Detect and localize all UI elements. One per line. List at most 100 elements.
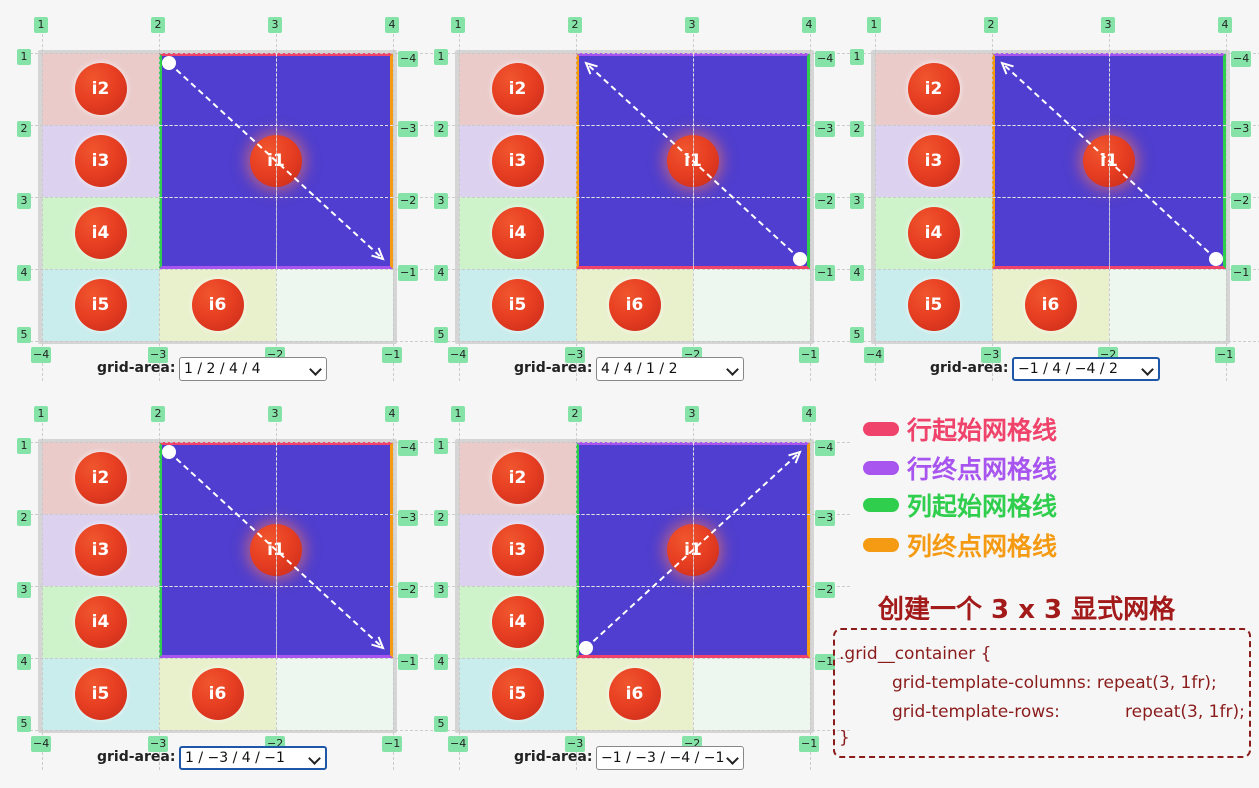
row-line-number: 3 bbox=[17, 193, 31, 209]
direction-arrow bbox=[579, 450, 802, 655]
column-line-number-negative: −1 bbox=[799, 347, 820, 363]
grid-cell: i2 bbox=[459, 53, 576, 125]
grid-cell bbox=[1109, 269, 1226, 341]
column-line-number: 3 bbox=[685, 17, 699, 33]
grid-item-i2: i2 bbox=[491, 452, 544, 504]
grid-area-label: grid-area: bbox=[97, 360, 176, 376]
row-line-number-negative: −1 bbox=[398, 265, 419, 281]
column-line-number: 3 bbox=[1101, 17, 1115, 33]
chevron-down-icon bbox=[309, 363, 322, 376]
grid-cell: i3 bbox=[459, 125, 576, 197]
grid-panel: i2i3i4i5i6i1123412345−4−3−2−1−4−3−2−1gri… bbox=[838, 14, 1259, 399]
row-line-number-negative: −1 bbox=[398, 654, 419, 670]
column-line-number: 1 bbox=[34, 406, 48, 422]
grid-cell: i4 bbox=[459, 586, 576, 658]
column-line-number-negative: −3 bbox=[148, 347, 169, 363]
arrow-start-dot bbox=[1209, 252, 1223, 266]
direction-arrow bbox=[584, 61, 807, 266]
row-line-number: 5 bbox=[17, 716, 31, 732]
row-line-number: 2 bbox=[17, 510, 31, 526]
column-line-number-negative: −1 bbox=[382, 347, 403, 363]
column-line-number: 3 bbox=[685, 406, 699, 422]
grid-area-value: −1 / −3 / −4 / −1 bbox=[601, 750, 725, 766]
column-line-number: 4 bbox=[802, 406, 816, 422]
direction-arrow bbox=[162, 56, 385, 261]
diagram-title: 创建一个 3 x 3 显式网格 bbox=[878, 595, 1176, 625]
row-line-number: 1 bbox=[17, 438, 31, 454]
row-line-number: 4 bbox=[850, 265, 864, 281]
grid-area-select[interactable]: −1 / 4 / −4 / 2 bbox=[1012, 357, 1160, 381]
grid-area-value: −1 / 4 / −4 / 2 bbox=[1018, 361, 1118, 377]
grid-cell: i2 bbox=[459, 442, 576, 514]
legend-swatch-icon bbox=[863, 422, 899, 436]
legend-row-end: 行终点网格线 bbox=[863, 451, 1057, 485]
column-line-number: 4 bbox=[802, 17, 816, 33]
grid-panel: i2i3i4i5i6i1123412345−4−3−2−1−4−3−2−1gri… bbox=[5, 14, 433, 399]
grid-item-i6: i6 bbox=[1024, 279, 1077, 331]
grid-item-i4: i4 bbox=[74, 596, 127, 648]
grid-item-i5: i5 bbox=[907, 279, 960, 331]
grid-area-select[interactable]: −1 / −3 / −4 / −1 bbox=[596, 746, 744, 770]
grid-cell: i6 bbox=[159, 269, 276, 341]
grid-cell: i2 bbox=[42, 53, 159, 125]
grid-cell: i2 bbox=[875, 53, 992, 125]
grid-cell: i3 bbox=[459, 514, 576, 586]
row-line-number-negative: −4 bbox=[815, 440, 836, 456]
arrow-head-icon bbox=[371, 247, 385, 261]
grid-item-i5: i5 bbox=[74, 668, 127, 720]
row-line-number: 1 bbox=[434, 49, 448, 65]
row-line-number: 4 bbox=[17, 265, 31, 281]
row-line-number: 1 bbox=[434, 438, 448, 454]
arrow-line bbox=[1001, 62, 1217, 260]
grid-cell bbox=[276, 658, 393, 730]
grid-item-i3: i3 bbox=[491, 524, 544, 576]
row-line-number-negative: −4 bbox=[398, 440, 419, 456]
grid-item-i3: i3 bbox=[74, 524, 127, 576]
row-line-number: 4 bbox=[434, 265, 448, 281]
column-line-number: 2 bbox=[151, 17, 165, 33]
grid-area-value: 1 / −3 / 4 / −1 bbox=[185, 750, 285, 766]
column-line-number-negative: −4 bbox=[448, 347, 469, 363]
grid-area-label: grid-area: bbox=[97, 749, 176, 765]
row-line-number: 1 bbox=[850, 49, 864, 65]
grid-cell: i5 bbox=[459, 658, 576, 730]
grid-cell: i4 bbox=[875, 197, 992, 269]
grid-area-value: 4 / 4 / 1 / 2 bbox=[601, 361, 678, 377]
grid-item-i3: i3 bbox=[907, 135, 960, 187]
row-line-number: 3 bbox=[434, 193, 448, 209]
grid-cell: i2 bbox=[42, 442, 159, 514]
grid-cell: i4 bbox=[459, 197, 576, 269]
grid-area-label: grid-area: bbox=[514, 749, 593, 765]
grid-item-i2: i2 bbox=[907, 63, 960, 115]
row-line-number: 2 bbox=[850, 121, 864, 137]
code-block: .grid__container { grid-template-columns… bbox=[833, 628, 1251, 758]
row-line-number: 1 bbox=[17, 49, 31, 65]
row-line-number: 5 bbox=[850, 327, 864, 343]
column-line-number: 2 bbox=[151, 406, 165, 422]
row-line-number-negative: −4 bbox=[398, 51, 419, 67]
grid-panel: i2i3i4i5i6i1123412345−4−3−2−1−4−3−2−1gri… bbox=[422, 14, 850, 399]
column-line-number: 4 bbox=[1218, 17, 1232, 33]
legend-col-start: 列起始网格线 bbox=[863, 488, 1057, 522]
arrow-line bbox=[168, 451, 384, 649]
grid-item-i2: i2 bbox=[74, 63, 127, 115]
grid-area-select[interactable]: 4 / 4 / 1 / 2 bbox=[596, 357, 744, 381]
chevron-down-icon bbox=[726, 363, 739, 376]
legend-text: 行终点网格线 bbox=[907, 455, 1058, 484]
column-line-number-negative: −3 bbox=[565, 347, 586, 363]
legend-col-end: 列终点网格线 bbox=[863, 528, 1057, 562]
grid-area-select[interactable]: 1 / −3 / 4 / −1 bbox=[179, 746, 327, 770]
grid-cell: i4 bbox=[42, 197, 159, 269]
grid-cell bbox=[693, 269, 810, 341]
direction-arrow bbox=[162, 445, 385, 650]
row-line-number-negative: −3 bbox=[815, 121, 836, 137]
grid-item-i5: i5 bbox=[74, 279, 127, 331]
row-line-number-negative: −4 bbox=[1231, 51, 1252, 67]
code-line: repeat(3, 1fr); bbox=[1125, 702, 1245, 722]
row-line-number: 2 bbox=[434, 510, 448, 526]
grid-item-i5: i5 bbox=[491, 668, 544, 720]
row-line-number: 5 bbox=[17, 327, 31, 343]
grid-area-select[interactable]: 1 / 2 / 4 / 4 bbox=[179, 357, 327, 381]
grid-cell: i3 bbox=[42, 125, 159, 197]
direction-arrow bbox=[1000, 61, 1223, 266]
